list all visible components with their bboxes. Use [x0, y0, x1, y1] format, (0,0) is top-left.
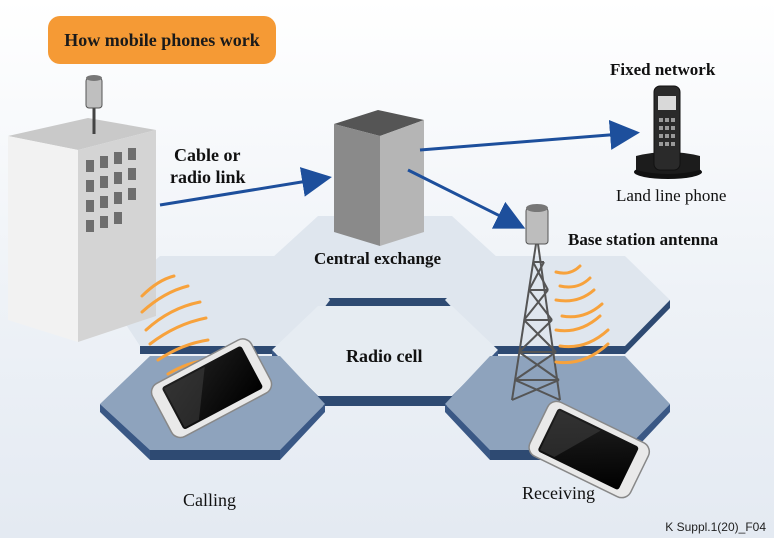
label-calling: Calling [183, 490, 236, 510]
diagram-title: How mobile phones work [48, 16, 276, 64]
central-exchange-icon [334, 110, 424, 246]
label-central-exchange: Central exchange [314, 249, 442, 268]
land-line-phone-icon [634, 85, 702, 179]
tower-radio-waves [554, 264, 610, 365]
label-land-line-phone: Land line phone [616, 186, 727, 205]
mobile-phone-icon-calling [150, 338, 273, 439]
label-radio-link: radio link [170, 167, 246, 187]
label-receiving: Receiving [522, 483, 595, 503]
label-fixed-network: Fixed network [610, 60, 716, 79]
arrow-exchange-to-fixed-network [419, 119, 640, 152]
arrow-exchange-to-antenna [407, 168, 526, 229]
arrows [159, 119, 640, 229]
label-radio-cell: Radio cell [346, 346, 423, 366]
figure-id: K Suppl.1(20)_F04 [665, 520, 766, 534]
label-cable-or: Cable or [174, 145, 241, 165]
mobile-phone-icon-receiving [528, 400, 651, 499]
arrow-building-to-exchange [159, 167, 332, 207]
antenna-tower-icon [511, 204, 561, 401]
hex-cell-top [272, 216, 498, 306]
building-icon [8, 75, 156, 342]
label-base-station-antenna: Base station antenna [568, 230, 719, 249]
